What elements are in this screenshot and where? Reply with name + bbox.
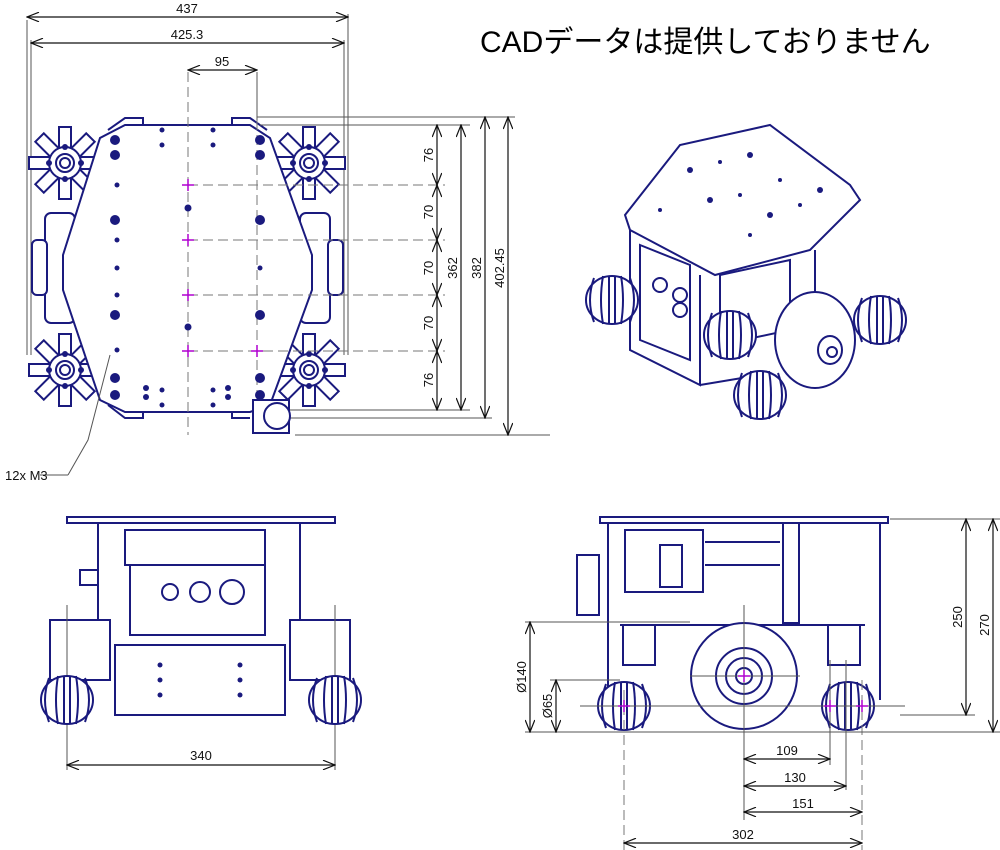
dim-overall-height: 270 <box>977 614 992 636</box>
dim-caster-diameter: Ø65 <box>540 694 555 719</box>
m3-holes-callout: 12x M3 <box>5 468 48 483</box>
leader-line <box>67 354 111 476</box>
dim-offset-130: 130 <box>784 770 806 785</box>
dim-offset-109: 109 <box>776 743 798 758</box>
dim-offset-151: 151 <box>792 796 814 811</box>
dim-plate-width: 425.3 <box>171 27 204 42</box>
dim-hole-spacing-x: 95 <box>215 54 229 69</box>
dim-pitch-5: 76 <box>421 373 436 387</box>
dim-pitch-1: 76 <box>421 148 436 162</box>
dim-pitch-2: 70 <box>421 205 436 219</box>
no-cad-data-notice: CADデータは提供しておりません <box>480 26 931 59</box>
dim-height-250: 250 <box>950 606 965 628</box>
dim-drive-wheel-diameter: Ø140 <box>514 661 529 693</box>
front-view: 340 <box>40 516 362 770</box>
isometric-view <box>585 123 907 420</box>
dim-pitch-4: 70 <box>421 316 436 330</box>
top-view: 12x M3 437 425.3 95 76 70 70 70 76 362 3… <box>5 1 550 483</box>
dim-overall-width: 437 <box>176 1 198 16</box>
dim-length-382: 382 <box>469 257 484 279</box>
dim-plate-length: 362 <box>445 257 460 279</box>
dim-overall-length: 402.45 <box>492 248 507 288</box>
dim-pitch-3: 70 <box>421 261 436 275</box>
dim-track-width: 340 <box>190 748 212 763</box>
dim-wheelbase: 302 <box>732 827 754 842</box>
side-view: Ø140 Ø65 250 270 109 130 151 302 <box>514 516 1000 850</box>
